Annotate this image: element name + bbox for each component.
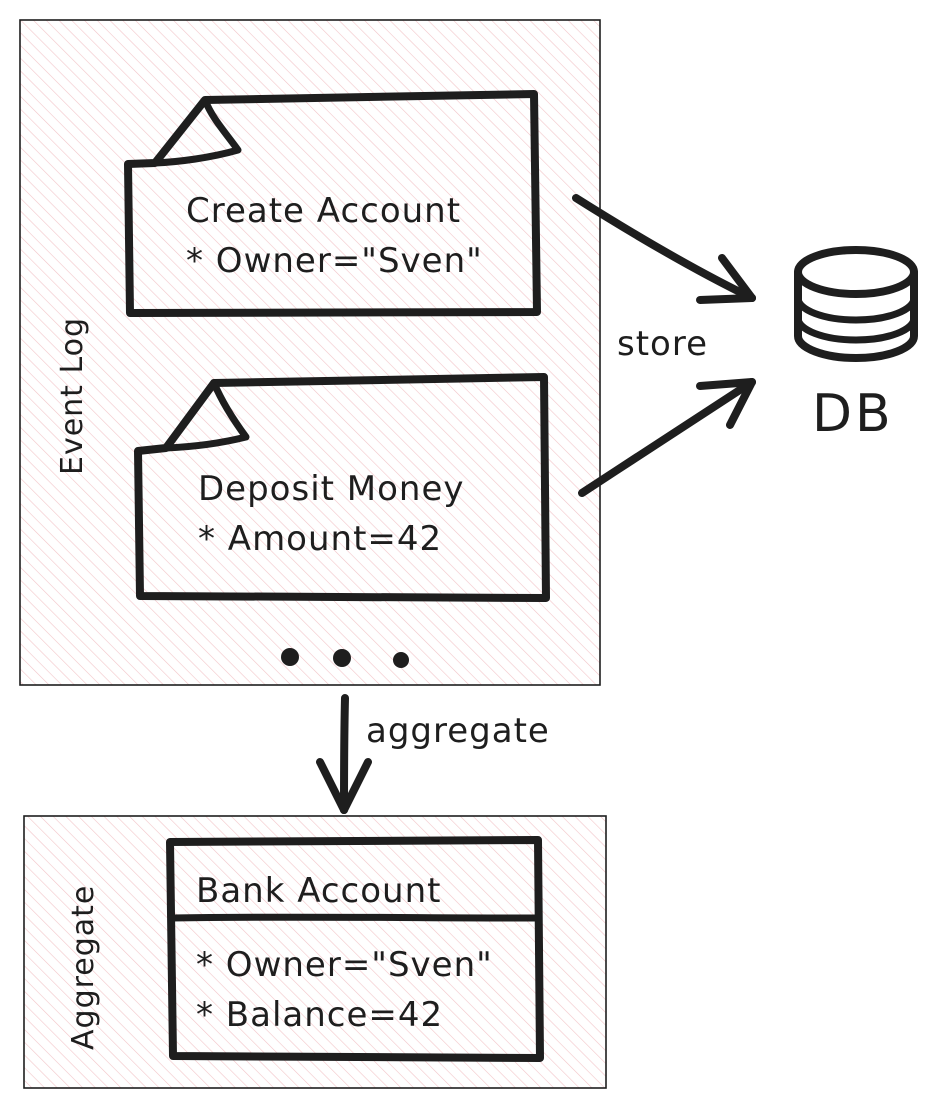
aggregate-arrow <box>316 694 372 814</box>
class-field-balance: * Balance=42 <box>196 995 443 1035</box>
store-label: store <box>617 324 708 364</box>
database-icon <box>794 246 918 362</box>
aggregate-label: Aggregate <box>66 885 101 1050</box>
store-arrow-1 <box>572 194 756 304</box>
event-log-label: Event Log <box>55 317 90 475</box>
class-title: Bank Account <box>196 871 441 911</box>
db-label: DB <box>812 384 894 444</box>
event-title: Create Account <box>186 191 461 231</box>
class-field-owner: * Owner="Sven" <box>196 945 493 985</box>
event-title: Deposit Money <box>198 469 465 509</box>
aggregate-container: Aggregate <box>23 815 607 1089</box>
event-detail: * Amount=42 <box>198 519 442 559</box>
event-detail: * Owner="Sven" <box>186 241 483 281</box>
event-card-create-account: Create Account * Owner="Sven" <box>124 90 541 317</box>
event-log-container: Event Log <box>19 19 601 686</box>
bank-account-class-box: Bank Account * Owner="Sven" * Balance=42 <box>166 836 544 1062</box>
store-arrow-2 <box>578 378 756 497</box>
aggregate-arrow-label: aggregate <box>366 711 550 751</box>
event-card-deposit-money: Deposit Money * Amount=42 <box>134 373 550 602</box>
more-events-ellipsis <box>281 648 409 668</box>
